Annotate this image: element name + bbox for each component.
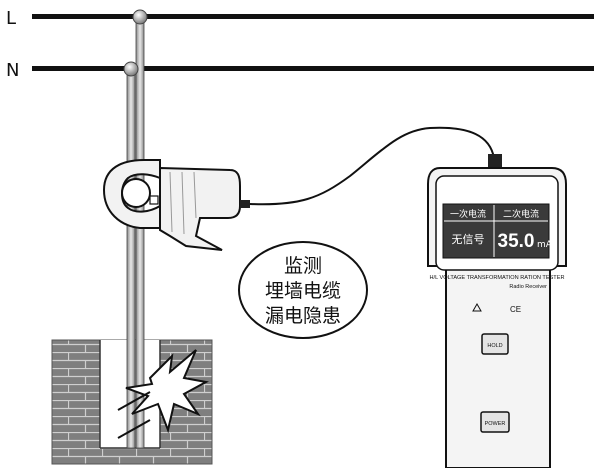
live-line: [32, 14, 594, 19]
callout-line-2: 埋墙电缆: [265, 280, 341, 302]
power-button-label: POWER: [485, 421, 506, 427]
power-lines: L N: [6, 8, 594, 81]
callout-line-3: 漏电隐患: [265, 305, 341, 327]
display-right-unit: mA: [537, 240, 553, 250]
callout-bubble: 监测 埋墙电缆 漏电隐患: [238, 241, 368, 339]
display-right-header: 二次电流: [503, 208, 539, 220]
tester-subtitle: Radio Receiver: [509, 284, 547, 290]
drop-wires: [123, 9, 148, 449]
hold-button-label: HOLD: [487, 343, 502, 349]
hold-button[interactable]: HOLD: [481, 333, 509, 355]
clamp-sensor: [102, 159, 250, 251]
display-left-header: 一次电流: [450, 208, 486, 220]
tester-device: 一次电流 二次电流 无信号 35.0 mA H/L VOLTAGE TRANSF…: [427, 154, 567, 468]
neutral-line-label: N: [6, 60, 19, 81]
neutral-junction-knob: [123, 61, 139, 77]
tester-model-text: H/L VOLTAGE TRANSFORMATION RATION TESTER: [430, 275, 565, 281]
ce-mark: CE: [510, 305, 521, 314]
live-line-label: L: [6, 8, 16, 29]
leakage-spark-icon: [117, 349, 209, 439]
power-button[interactable]: POWER: [480, 411, 510, 433]
tester-screen: 一次电流 二次电流 无信号 35.0 mA: [442, 203, 553, 259]
display-right-value: 35.0: [498, 231, 535, 252]
neutral-line: [32, 66, 594, 71]
callout-line-1: 监测: [284, 255, 322, 277]
warning-triangle-icon: [472, 302, 482, 312]
signal-cable: [249, 126, 495, 206]
display-left-value: 无信号: [452, 233, 485, 246]
live-junction-knob: [132, 9, 148, 25]
